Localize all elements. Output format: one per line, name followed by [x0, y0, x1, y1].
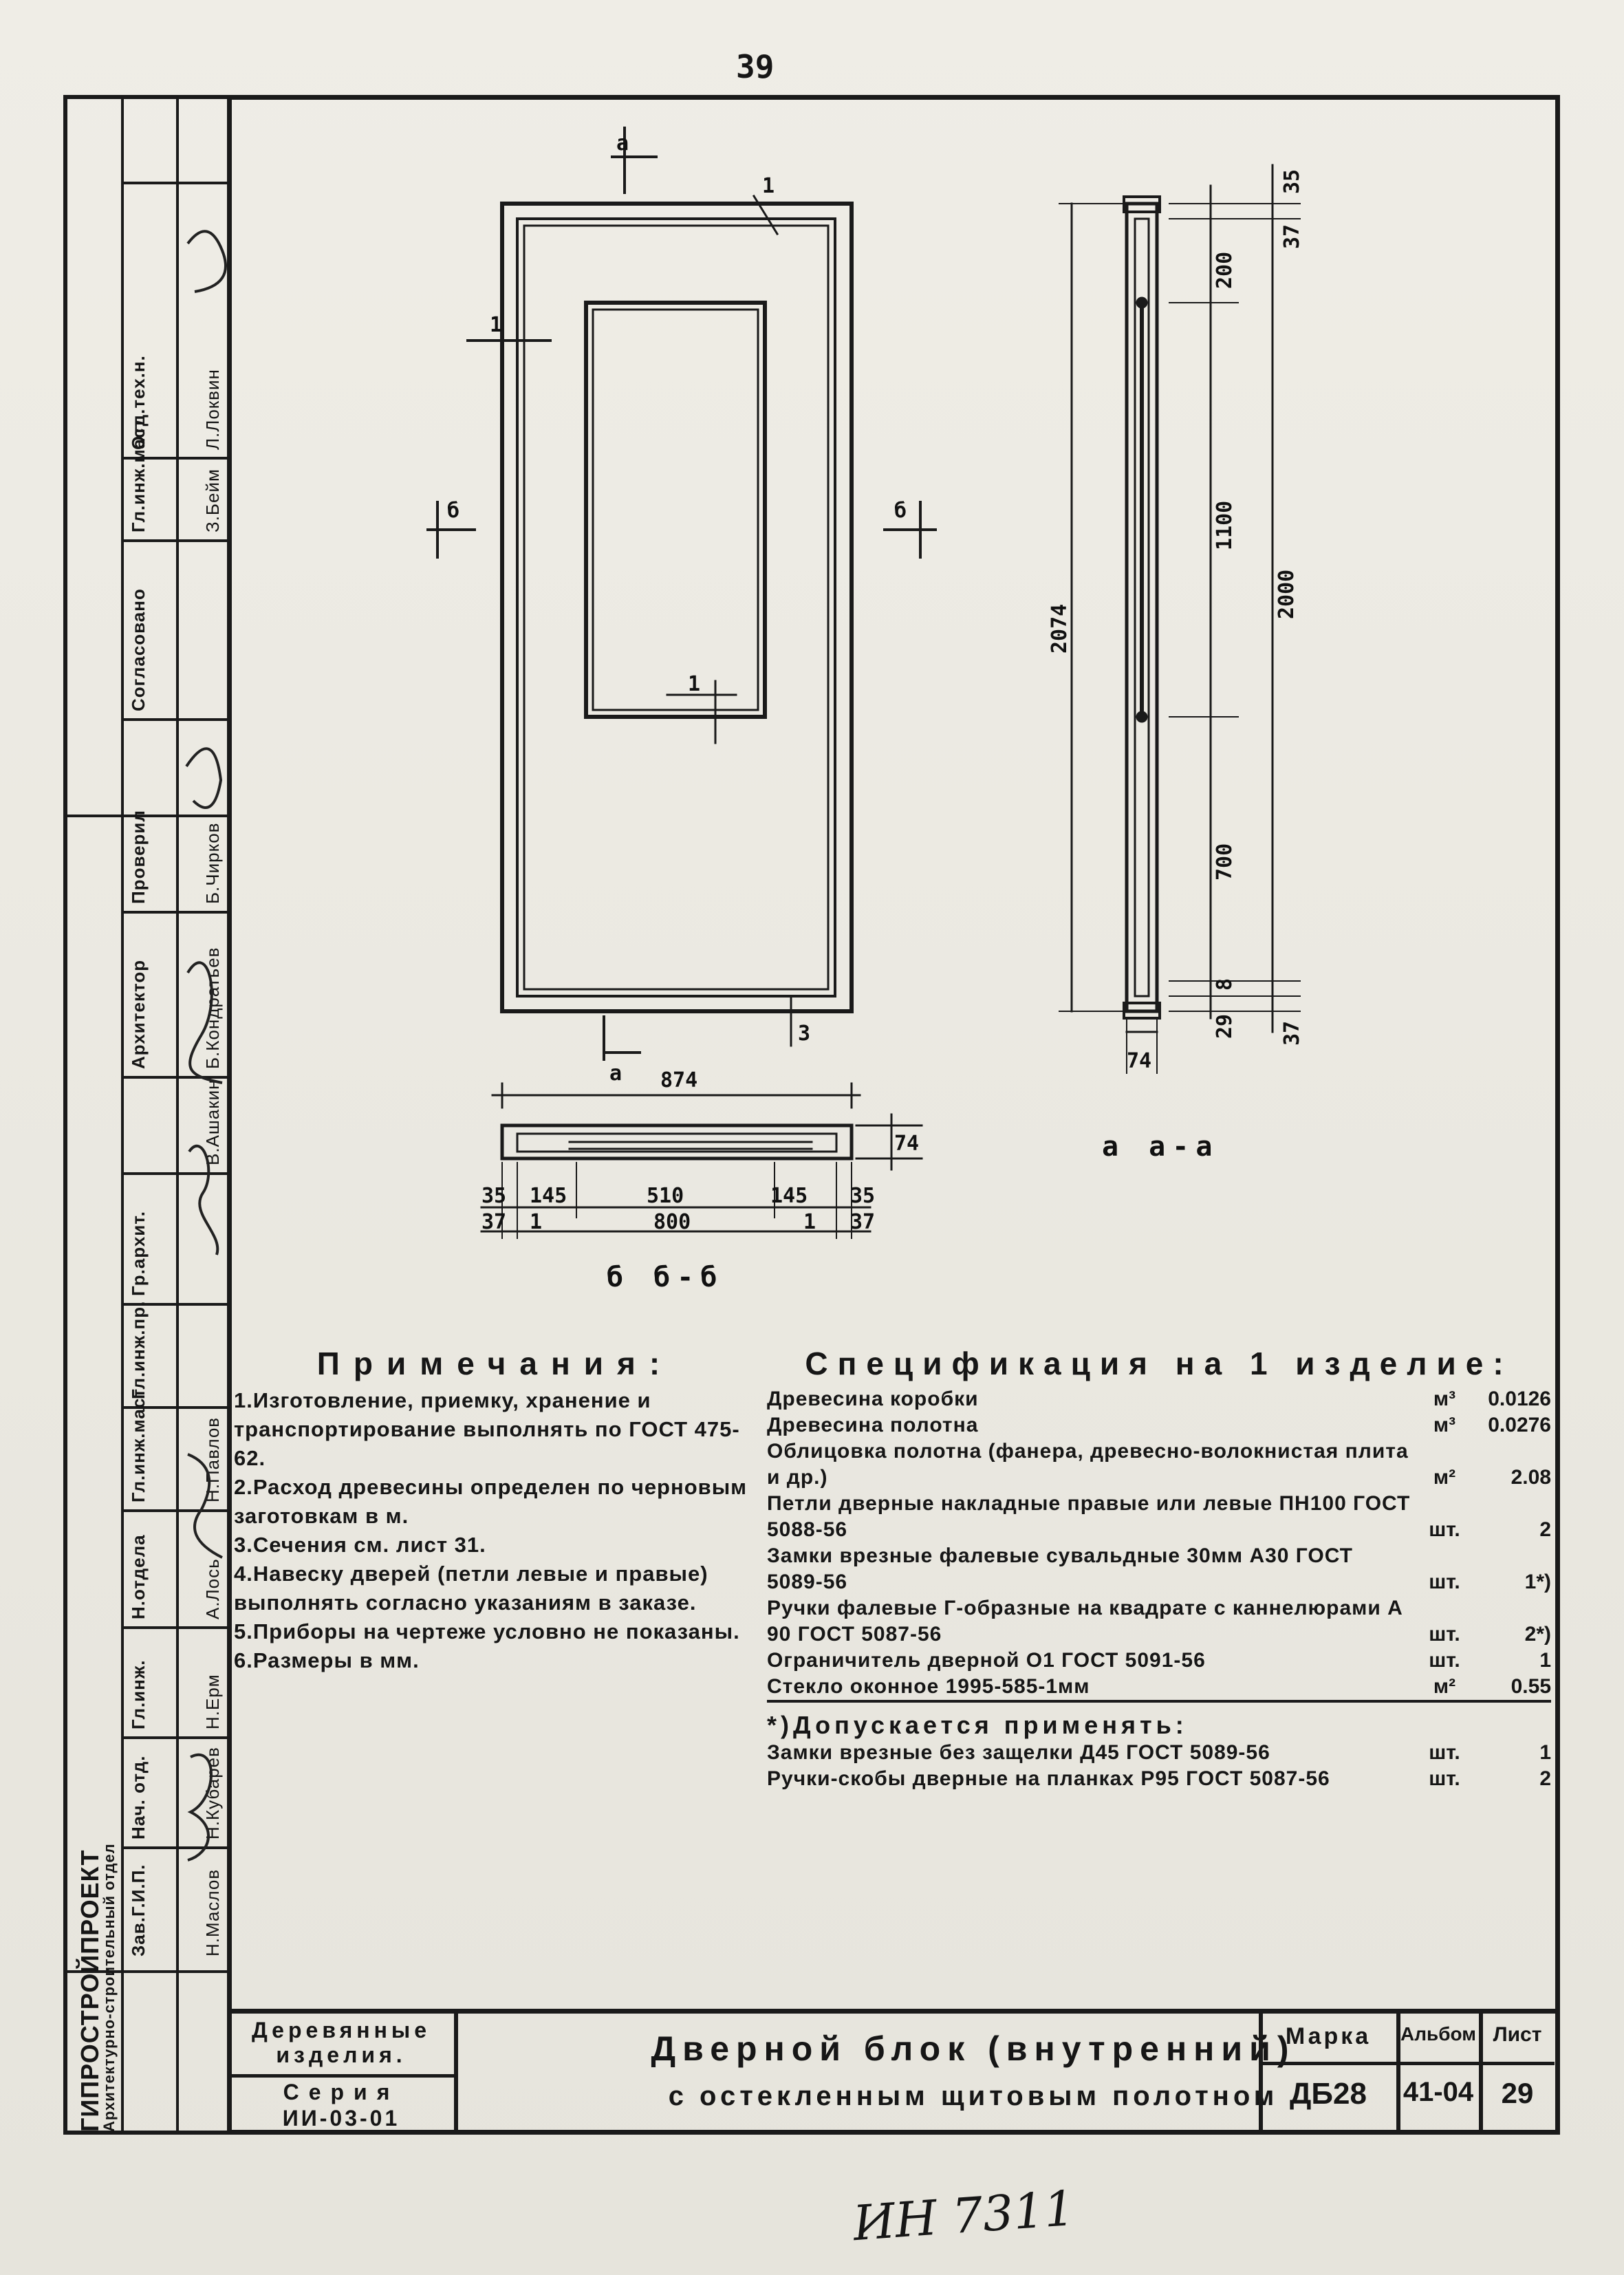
spec-title: Спецификация на 1 изделие:: [805, 1346, 1513, 1381]
plan-dim-1-left: 1: [530, 1210, 542, 1234]
sheet-number: 39: [736, 48, 775, 85]
sec-dim-2000: 2000: [1275, 570, 1299, 619]
approval-sidebar: ГИПРОСТРОЙПРОЕКТ Архитектурно-строительн…: [63, 95, 227, 2135]
cut-mark-b-left: б: [447, 499, 459, 523]
spec-row: Замки врезные фалевые сувальдные 30мм А3…: [767, 1544, 1551, 1593]
plan-dim-145-right: 145: [770, 1184, 808, 1208]
spec-footnote-title: *)Допускается применять:: [767, 1711, 1188, 1739]
sec-dim-200: 200: [1213, 252, 1237, 289]
note-6: 6.Размеры в мм.: [234, 1648, 420, 1672]
category-label: Деревянные изделия.: [251, 2018, 431, 2067]
spec-row: Петли дверные накладные правые или левые…: [767, 1492, 1551, 1541]
section-view-label: а а-а: [1102, 1131, 1219, 1163]
title-line-1: Дверной блок (внутренний): [651, 2029, 1296, 2068]
note-5: 5.Приборы на чертеже условно не показаны…: [234, 1619, 740, 1643]
plan-dim-35-left: 35: [481, 1184, 506, 1208]
glass-opening: [584, 301, 767, 719]
spec-footnote-row: Замки врезные без защелки Д45 ГОСТ 5089-…: [767, 1741, 1551, 1764]
sec-dim-35: 35: [1280, 169, 1304, 194]
album-value: 41-04: [1403, 2077, 1474, 2107]
section-outline: [1125, 202, 1159, 1013]
title-block: Деревянные изделия. Серия ИИ-03-01 Дверн…: [227, 2009, 1560, 2135]
sec-dim-700: 700: [1213, 843, 1237, 881]
series-value: ИИ-03-01: [282, 2106, 400, 2131]
callout-1-top: 1: [762, 174, 775, 198]
door-outer-frame: [500, 202, 854, 1013]
sec-dim-37-top: 37: [1280, 224, 1304, 249]
callout-3: 3: [798, 1022, 810, 1046]
plan-dim-1-right: 1: [803, 1210, 816, 1234]
sec-dim-29: 29: [1213, 1014, 1237, 1039]
cut-mark-a-top: а: [616, 131, 629, 155]
plan-dim-37-left: 37: [481, 1210, 506, 1234]
sec-dim-1100: 1100: [1213, 501, 1237, 550]
drawing-frame: [227, 95, 1560, 2135]
note-2: 2.Расход древесины определен по черновым…: [234, 1475, 748, 1528]
sheet-value: 29: [1501, 2077, 1534, 2109]
note-1: 1.Изготовление, приемку, хранение и тран…: [234, 1388, 740, 1470]
sec-dim-2074: 2074: [1048, 604, 1072, 654]
callout-1-left: 1: [490, 313, 502, 337]
signatures: [185, 230, 227, 1862]
mark-label: Марка: [1285, 2023, 1372, 2049]
callout-1-glass: 1: [688, 672, 700, 696]
plan-depth-dim: 74: [894, 1132, 919, 1156]
plan-dim-37-right: 37: [850, 1210, 875, 1234]
door-leaf: [523, 224, 830, 991]
door-inner-frame: [516, 217, 836, 998]
plan-dim-800: 800: [653, 1210, 691, 1234]
album-label: Альбом: [1400, 2023, 1476, 2045]
mark-value: ДБ28: [1290, 2077, 1367, 2111]
specification-block: Спецификация на 1 изделие: Древесина кор…: [767, 1345, 1551, 1792]
sec-dim-37-bottom: 37: [1280, 1021, 1304, 1046]
sheet-label: Лист: [1493, 2023, 1542, 2046]
spec-row: Ручки фалевые Г-образные на квадрате с к…: [767, 1597, 1551, 1646]
note-3: 3.Сечения см. лист 31.: [234, 1533, 486, 1557]
plan-dim-510: 510: [647, 1184, 684, 1208]
plan-dim-35-right: 35: [850, 1184, 875, 1208]
cut-mark-a-bottom: а: [609, 1061, 622, 1086]
plan-outline: [500, 1123, 854, 1161]
plan-width-dim: 874: [660, 1068, 697, 1092]
spec-row: Облицовка полотна (фанера, древесно-воло…: [767, 1440, 1551, 1489]
notes-block: Примечания: 1.Изготовление, приемку, хра…: [234, 1345, 757, 1675]
spec-footnote-row: Ручки-скобы дверные на планках Р95 ГОСТ …: [767, 1767, 1551, 1790]
section-bottom-dim: 74: [1127, 1049, 1151, 1073]
note-4: 4.Навеску дверей (петли левые и правые) …: [234, 1562, 708, 1615]
plan-view-label: б б-б: [607, 1262, 724, 1293]
sec-dim-8: 8: [1213, 978, 1237, 991]
notes-title: Примечания:: [316, 1346, 674, 1381]
cut-mark-b-right: б: [894, 499, 907, 523]
series-label: Серия: [283, 2080, 400, 2104]
plan-dim-145-left: 145: [530, 1184, 567, 1208]
title-line-2: с остекленным щитовым полотном: [668, 2081, 1279, 2111]
